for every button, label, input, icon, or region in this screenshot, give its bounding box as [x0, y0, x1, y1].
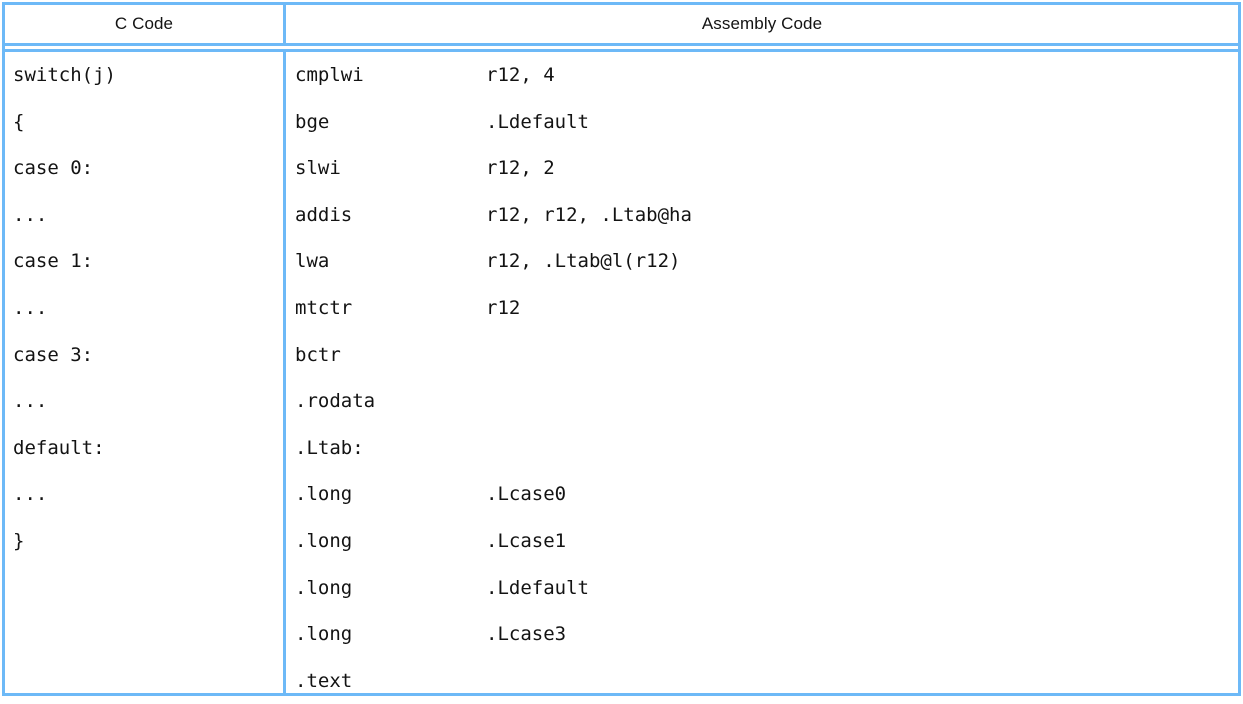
c-code-line: case 3: [13, 343, 94, 366]
assembly-mnemonic: .long [295, 623, 353, 646]
header-body-double-rule [5, 43, 1238, 52]
assembly-code-line: .Ltab: [286, 425, 1238, 472]
assembly-mnemonic: .Ltab: [295, 436, 364, 459]
c-code-line: case 1: [13, 250, 94, 273]
assembly-code-line: .rodata [286, 378, 1238, 425]
assembly-operand: r12, 2 [486, 157, 555, 180]
assembly-code-line: bge .Ldefault [286, 99, 1238, 146]
assembly-code-line: bctr [286, 332, 1238, 379]
assembly-mnemonic: .long [295, 576, 353, 599]
assembly-operand: r12, 4 [486, 64, 555, 86]
table-header-row: C Code Assembly Code [5, 5, 1238, 43]
assembly-operand [486, 332, 1238, 379]
assembly-mnemonic: bctr [295, 343, 341, 366]
assembly-operand: .Lcase3 [486, 623, 567, 646]
c-code-line: ... [13, 390, 48, 413]
assembly-code-line: addis r12, r12, .Ltab@ha [286, 192, 1238, 239]
assembly-code-column: cmplwi r12, 4 bge .Ldefault slwi r12, 2 addis r… [286, 52, 1238, 693]
assembly-code-line: .long .Lcase1 [286, 518, 1238, 565]
assembly-code-line: mtctr r12 [286, 285, 1238, 332]
assembly-operand: r12 [486, 296, 521, 319]
c-code-line: case 0: [13, 157, 94, 180]
c-code-line [5, 565, 283, 612]
assembly-mnemonic: addis [295, 203, 353, 226]
assembly-mnemonic: .rodata [295, 390, 376, 413]
c-code-line [5, 658, 283, 704]
c-code-line: } [13, 529, 25, 552]
c-code-line: { [13, 110, 25, 133]
column-header-c-code: C Code [5, 5, 286, 43]
assembly-mnemonic: mtctr [295, 296, 353, 319]
assembly-operand [486, 658, 1238, 704]
assembly-operand: .Lcase0 [486, 483, 567, 506]
c-code-line: ... [13, 296, 48, 319]
assembly-mnemonic: lwa [295, 250, 330, 273]
assembly-operand: r12, r12, .Ltab@ha [486, 203, 692, 226]
column-header-assembly-code: Assembly Code [701, 14, 823, 33]
assembly-code-line: .long .Lcase3 [286, 611, 1238, 658]
assembly-mnemonic: cmplwi [295, 64, 364, 86]
c-code-column: switch(j) { case 0:... case 1:... case 3:...… [5, 52, 286, 693]
assembly-operand [486, 425, 1238, 472]
assembly-operand: .Ldefault [486, 110, 589, 133]
assembly-mnemonic: .text [295, 669, 353, 692]
c-code-line: switch(j) [13, 64, 116, 86]
assembly-code-line: .long .Lcase0 [286, 471, 1238, 518]
assembly-operand: .Lcase1 [486, 529, 567, 552]
assembly-mnemonic: bge [295, 110, 330, 133]
assembly-code-line: .text [286, 658, 1238, 704]
assembly-operand [486, 378, 1238, 425]
assembly-code-line: slwi r12, 2 [286, 145, 1238, 192]
table-body: switch(j) { case 0:... case 1:... case 3:...… [5, 52, 1238, 693]
assembly-code-line: cmplwi r12, 4 [286, 52, 1238, 99]
c-code-line: ... [13, 483, 48, 506]
assembly-operand: r12, .Ltab@l(r12) [486, 250, 681, 273]
assembly-mnemonic: slwi [295, 157, 341, 180]
assembly-operand: .Ldefault [486, 576, 589, 599]
assembly-code-line: lwa r12, .Ltab@l(r12) [286, 238, 1238, 285]
assembly-mnemonic: .long [295, 483, 353, 506]
c-code-line: ... [13, 203, 48, 226]
assembly-code-line: .long .Ldefault [286, 565, 1238, 612]
c-code-line [5, 611, 283, 658]
assembly-mnemonic: .long [295, 529, 353, 552]
c-code-line: default: [13, 436, 105, 459]
